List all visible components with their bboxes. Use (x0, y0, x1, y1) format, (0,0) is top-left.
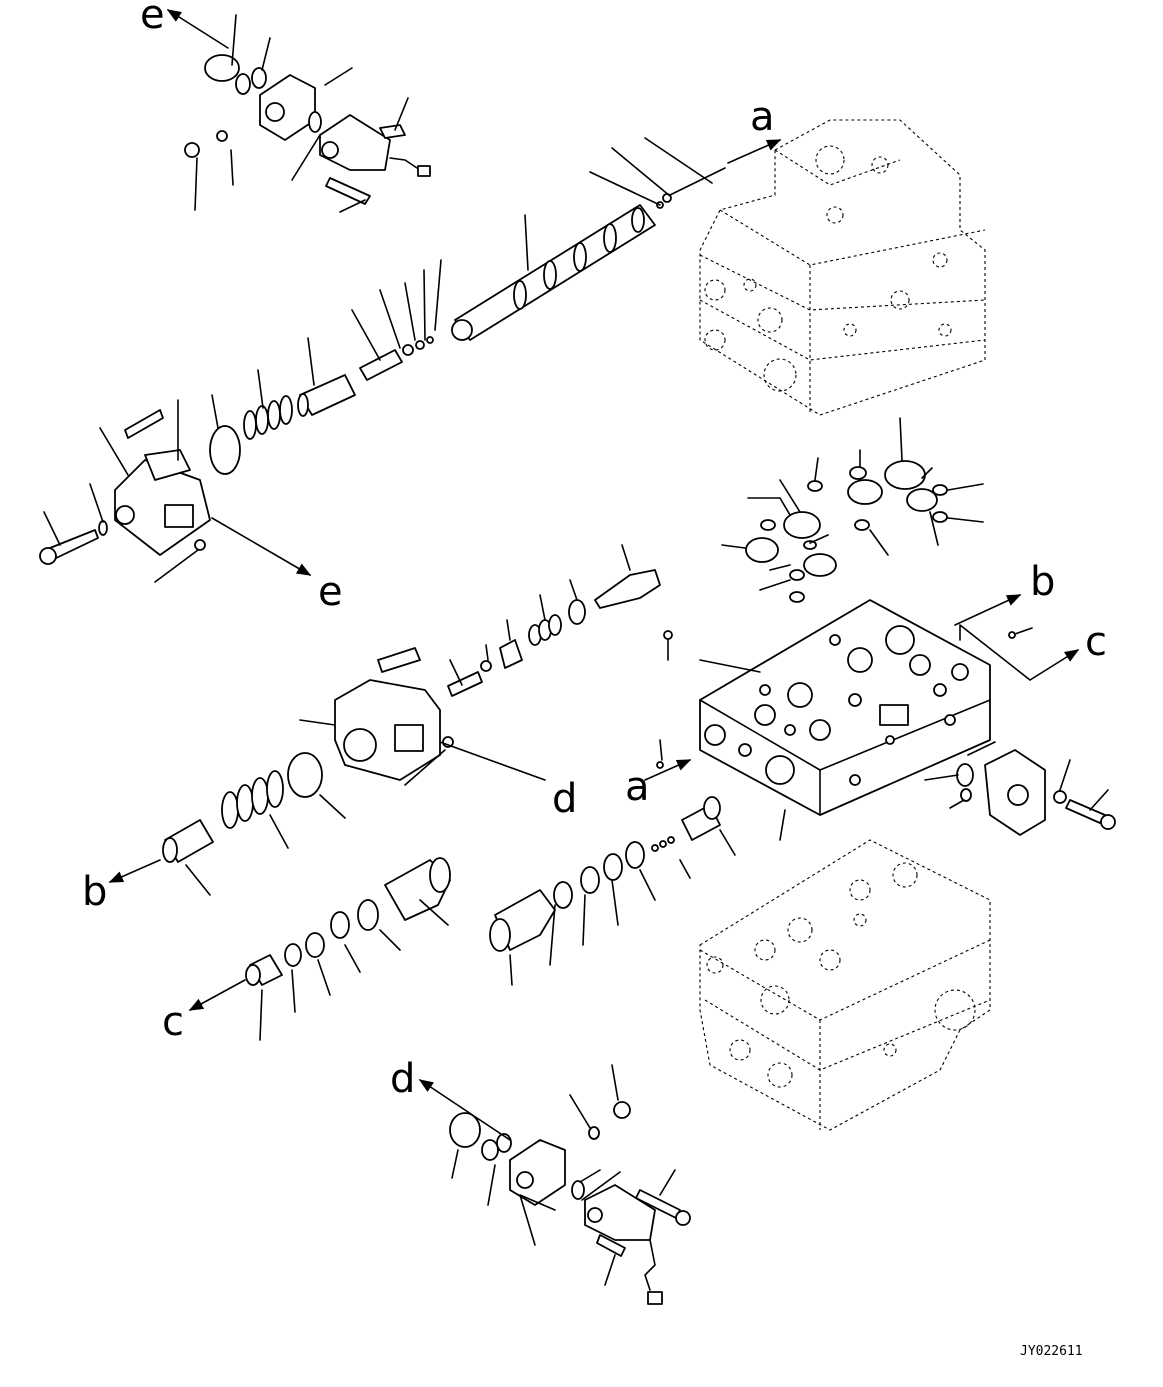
label-a-mid: a (625, 764, 650, 810)
plug-assembly-a: a (489, 759, 786, 986)
sleeve-assembly-b: b (82, 752, 346, 915)
label-d-mid: d (552, 776, 577, 822)
end-cover-left: e (39, 399, 343, 615)
valve-block-upper (699, 119, 986, 416)
label-c-left: c (162, 999, 184, 1045)
label-d-bottom: d (390, 1056, 415, 1102)
reference-arrows-bc: b c (656, 559, 1107, 769)
relief-valve-assembly: d (299, 544, 661, 822)
label-e-mid: e (318, 569, 343, 615)
label-b-left: b (82, 869, 107, 915)
drawing-code: JY022611 (1020, 1344, 1083, 1359)
valve-block-main (699, 599, 991, 816)
label-b-right: b (1030, 559, 1055, 605)
seal-rings-group (721, 417, 984, 603)
valve-block-lower (699, 839, 991, 1131)
side-cover-right (924, 741, 1116, 836)
solenoid-assembly-top: e (140, 0, 431, 213)
label-e-top: e (140, 0, 165, 38)
plug-assembly-c: c (162, 857, 451, 1045)
label-a-top: a (750, 94, 775, 140)
solenoid-assembly-bottom: d (390, 1056, 691, 1305)
spool-assembly: a (209, 94, 782, 475)
label-c-right: c (1085, 619, 1107, 665)
